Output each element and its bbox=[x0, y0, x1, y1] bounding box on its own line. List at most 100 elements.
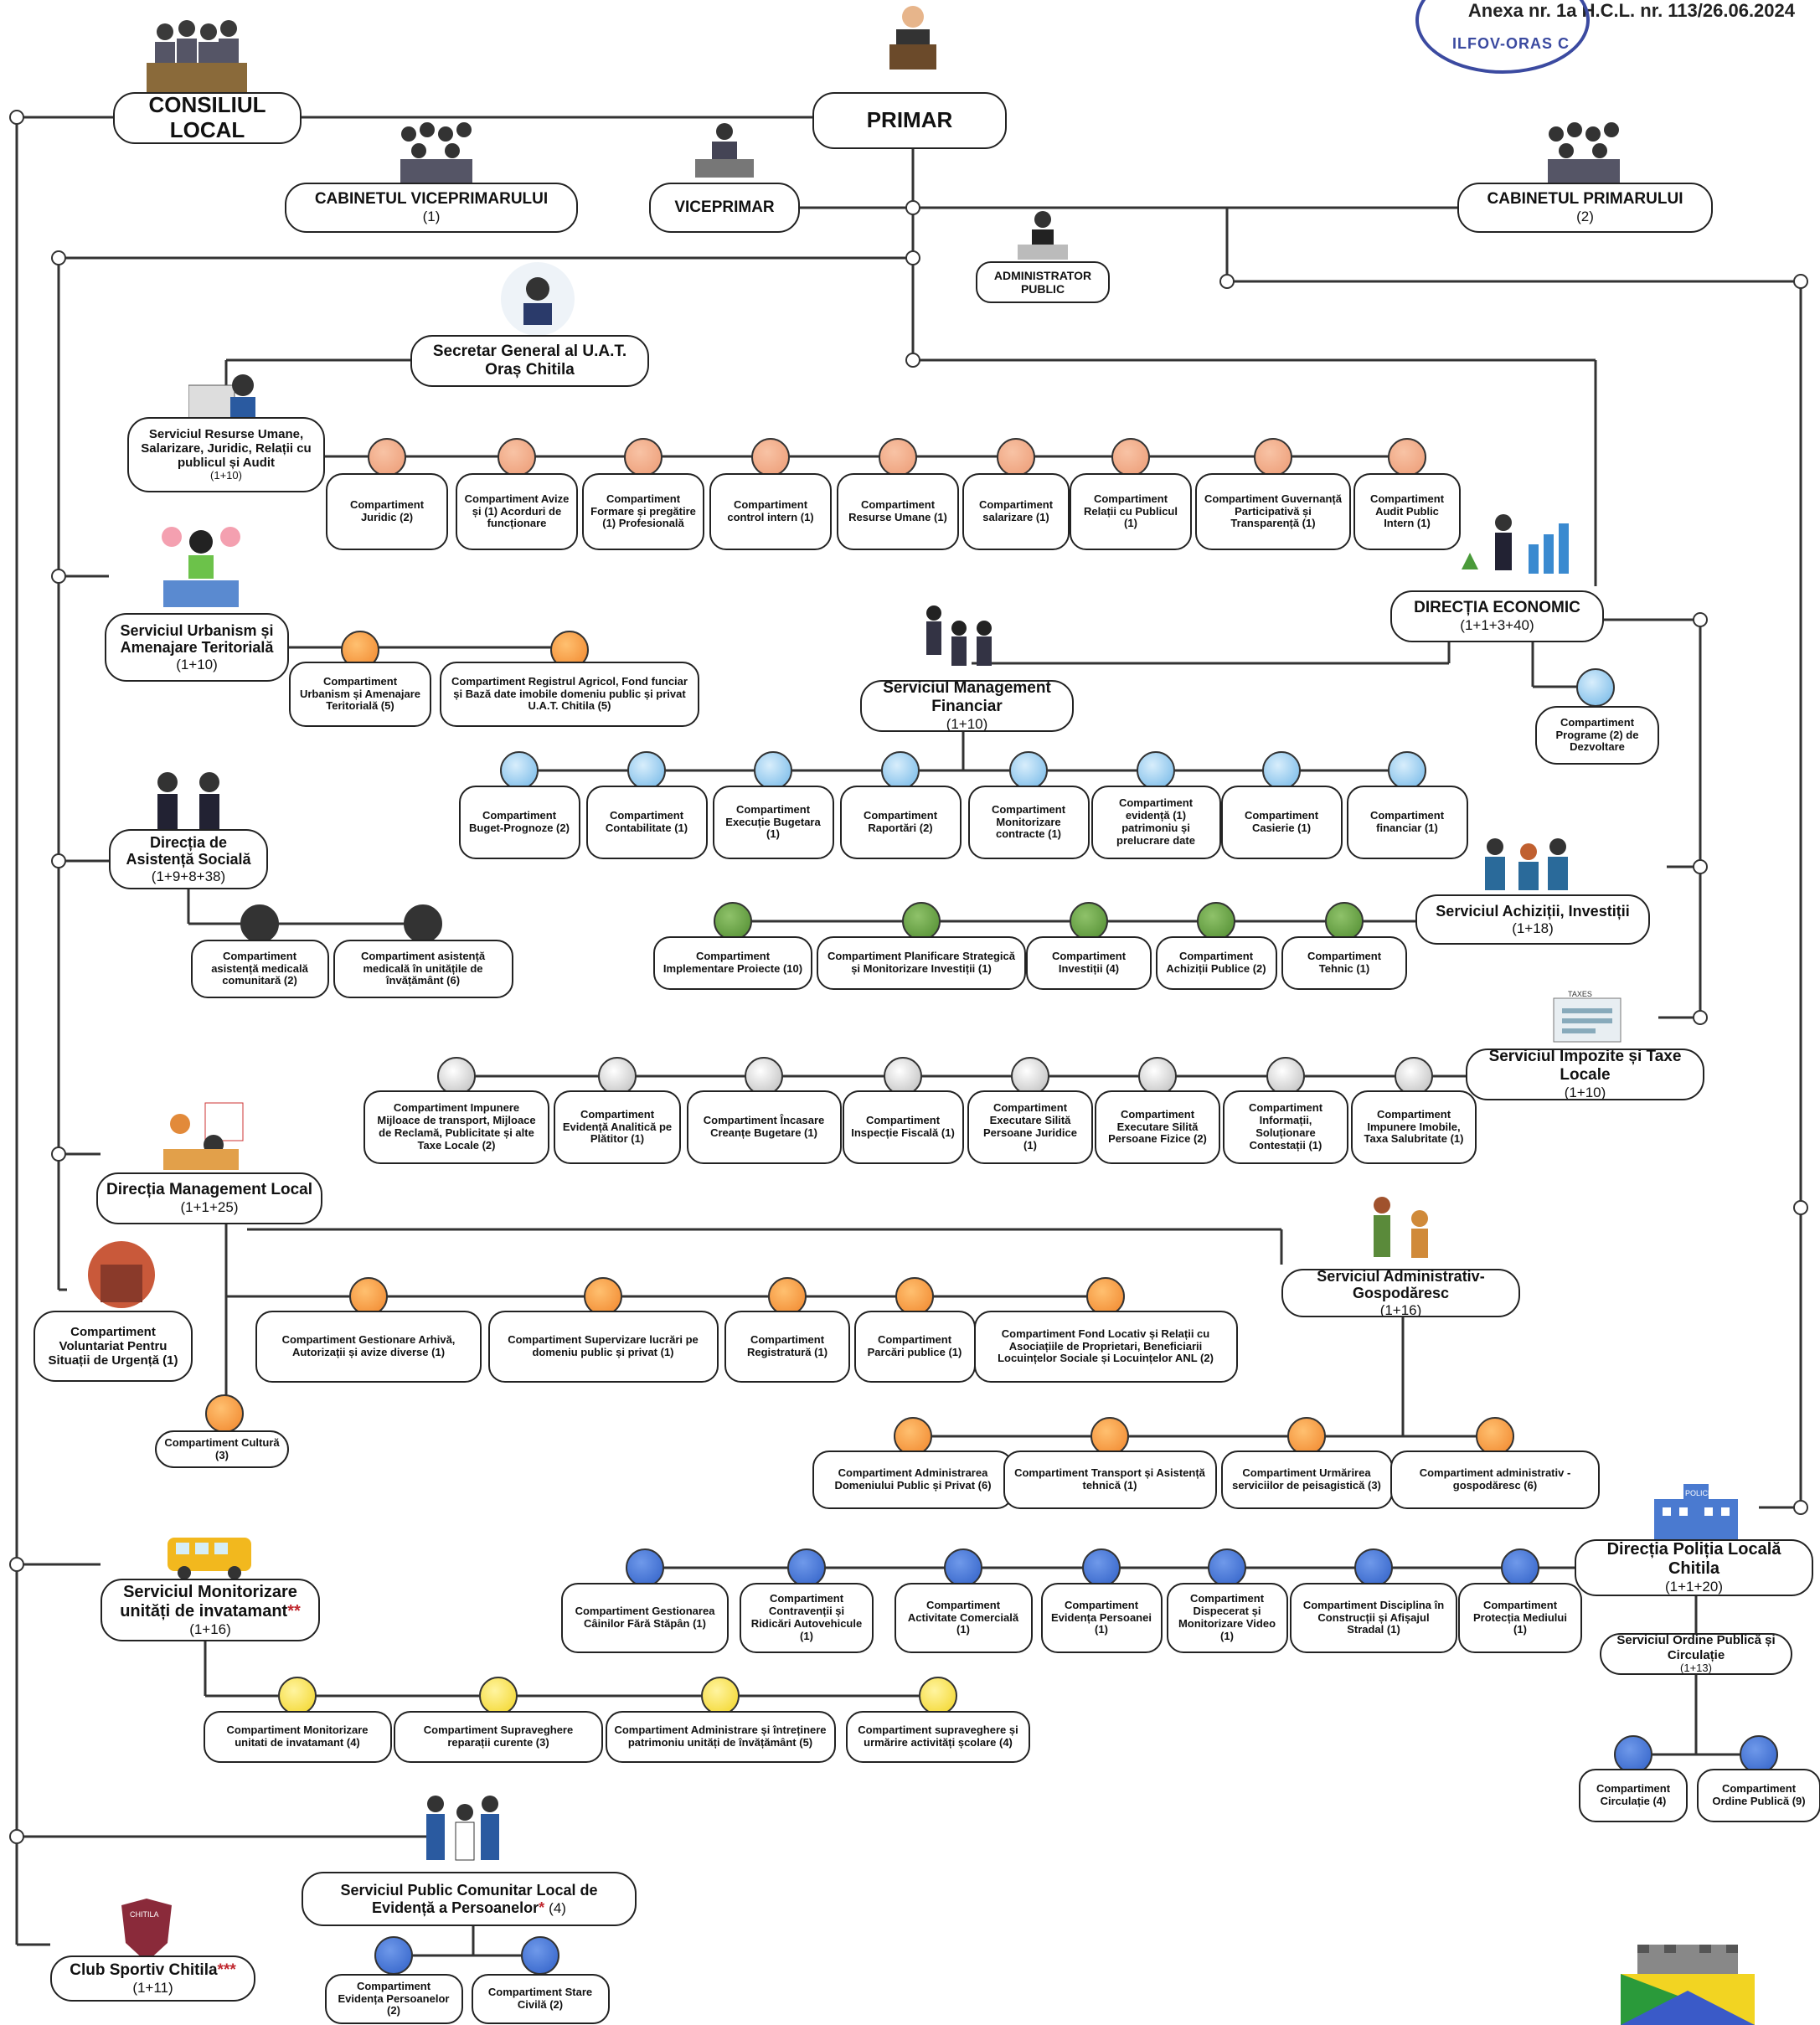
compartment-box[interactable]: Compartiment Monitorizare unitati de inv… bbox=[203, 1711, 392, 1763]
compartment-box[interactable]: Compartiment Stare Civilă (2) bbox=[471, 1974, 610, 2024]
culture-compartment[interactable]: Compartiment Cultură (3) bbox=[155, 1430, 289, 1468]
compartment-box[interactable]: Compartiment Evidența Persoanei (1) bbox=[1040, 1583, 1163, 1653]
compartment-label: Compartiment Supraveghere reparații cure… bbox=[423, 1724, 574, 1749]
compartment-marker bbox=[1082, 1548, 1121, 1587]
compartment-box[interactable]: Compartiment Transport și Asistență tehn… bbox=[1003, 1450, 1217, 1509]
compartment-label: Compartiment Activitate Comercială (1) bbox=[907, 1598, 1019, 1636]
compartment-box[interactable]: Compartiment Activitate Comercială (1) bbox=[894, 1583, 1033, 1653]
mayor-box[interactable]: PRIMAR bbox=[812, 92, 1007, 149]
compartment-box[interactable]: Compartiment Formare și pregătire (1) Pr… bbox=[582, 473, 704, 550]
compartment-box[interactable]: Compartiment Executare Silită Persoane J… bbox=[967, 1090, 1093, 1164]
sports-club-box[interactable]: Club Sportiv Chitila***(1+11) bbox=[50, 1955, 255, 2002]
compartment-box[interactable]: Compartiment Planificare Strategică și M… bbox=[817, 936, 1026, 990]
compartment-box[interactable]: Compartiment Gestionarea Câinilor Fără S… bbox=[561, 1583, 729, 1653]
mayor-cabinet-count: (2) bbox=[1576, 209, 1594, 225]
compartment-box[interactable]: Compartiment Supervizare lucrări pe dome… bbox=[487, 1311, 719, 1383]
compartment-box[interactable]: Compartiment Administrarea Domeniului Pu… bbox=[812, 1450, 1013, 1509]
compartment-box[interactable]: Compartiment Ordine Publică (9) bbox=[1697, 1769, 1820, 1822]
compartment-box[interactable]: Compartiment Registratură (1) bbox=[724, 1311, 850, 1383]
compartment-box[interactable]: Compartiment Fond Locativ și Relații cu … bbox=[973, 1311, 1238, 1383]
hr-service-box[interactable]: Serviciul Resurse Umane, Salarizare, Jur… bbox=[127, 417, 325, 492]
local-police-count: (1+1+20) bbox=[1665, 1579, 1723, 1595]
compartment-box[interactable]: Compartiment Audit Public Intern (1) bbox=[1353, 473, 1461, 550]
compartment-box[interactable]: Compartiment financiar (1) bbox=[1346, 786, 1468, 859]
compartment-box[interactable]: Compartiment Impunere Mijloace de transp… bbox=[363, 1090, 549, 1164]
school-monitoring-service-box[interactable]: Serviciul Monitorizare unități de invata… bbox=[101, 1579, 320, 1641]
compartment-box[interactable]: Compartiment Contravenții și Ridicări Au… bbox=[740, 1583, 874, 1653]
mayor-cabinet-box[interactable]: CABINETUL PRIMARULUI(2) bbox=[1457, 183, 1713, 233]
junction bbox=[9, 1557, 24, 1572]
economic-directorate-box[interactable]: DIRECȚIA ECONOMIC(1+1+3+40) bbox=[1390, 590, 1604, 642]
procurement-service-box[interactable]: Serviciul Achiziții, Investiții(1+18) bbox=[1415, 894, 1650, 945]
compartment-box[interactable]: Compartiment Guvernanță Participativă și… bbox=[1195, 473, 1351, 550]
compartment-box[interactable]: Compartiment Investiții (4) bbox=[1026, 936, 1152, 990]
compartment-label: Compartiment Guvernanță Participativă și… bbox=[1204, 492, 1342, 530]
compartment-box[interactable]: Compartiment Casierie (1) bbox=[1220, 786, 1343, 859]
compartment-box[interactable]: Compartiment evidență (1) patrimoniu și … bbox=[1090, 786, 1221, 859]
compartment-box[interactable]: Compartiment Execuție Bugetara (1) bbox=[712, 786, 834, 859]
compartment-marker bbox=[374, 1936, 413, 1975]
compartment-box[interactable]: Compartiment Încasare Creanțe Bugetare (… bbox=[686, 1090, 842, 1164]
compartment-box[interactable]: Compartiment Gestionare Arhivă, Autoriza… bbox=[255, 1311, 482, 1383]
compartment-box[interactable]: Compartiment Executare Silită Persoane F… bbox=[1095, 1090, 1220, 1164]
junction bbox=[51, 250, 66, 265]
compartment-box[interactable]: Compartiment asistență medicală în unită… bbox=[333, 940, 513, 998]
compartment-box[interactable]: Compartiment supraveghere și urmărire ac… bbox=[846, 1711, 1030, 1763]
local-council-box[interactable]: CONSILIUL LOCAL bbox=[113, 92, 302, 144]
sports-club-title: Club Sportiv Chitila bbox=[70, 1961, 218, 1979]
compartment-box[interactable]: Compartiment Buget-Prognoze (2) bbox=[458, 786, 580, 859]
compartment-box[interactable]: Compartiment salarizare (1) bbox=[962, 473, 1070, 550]
economic-directorate-count: (1+1+3+40) bbox=[1460, 617, 1534, 634]
compartment-box[interactable]: Compartiment Parcări publice (1) bbox=[853, 1311, 976, 1383]
compartment-box[interactable]: Compartiment Evidență Analitică pe Plăti… bbox=[554, 1090, 681, 1164]
compartment-box[interactable]: Compartiment Circulație (4) bbox=[1579, 1769, 1688, 1822]
administrative-service-box[interactable]: Serviciul Administrativ-Gospodăresc(1+16… bbox=[1281, 1269, 1520, 1317]
public-order-service-box[interactable]: Serviciul Ordine Publică și Circulație(1… bbox=[1600, 1633, 1792, 1675]
compartment-box[interactable]: Compartiment Achiziții Publice (2) bbox=[1155, 936, 1277, 990]
compartment-box[interactable]: Compartiment Urbanism și Amenajare Terit… bbox=[289, 662, 431, 727]
compartment-box[interactable]: Compartiment Urmărirea serviciilor de pe… bbox=[1220, 1450, 1393, 1509]
compartment-box[interactable]: Compartiment Monitorizare contracte (1) bbox=[967, 786, 1090, 859]
compartment-box[interactable]: Compartiment Resurse Umane (1) bbox=[837, 473, 959, 550]
social-assistance-title: Direcția de Asistență Socială bbox=[126, 833, 251, 868]
emergency-volunteer-label: Compartiment Voluntariat Pentru Situații… bbox=[48, 1324, 178, 1368]
development-programs-compartment[interactable]: Compartiment Programe (2) de Dezvoltare bbox=[1535, 706, 1659, 765]
emergency-volunteer-compartment[interactable]: Compartiment Voluntariat Pentru Situații… bbox=[34, 1311, 193, 1382]
local-police-directorate-box[interactable]: Direcția Poliția Locală Chitila(1+1+20) bbox=[1575, 1539, 1813, 1596]
general-secretary-box[interactable]: Secretar General al U.A.T. Oraș Chitila bbox=[410, 335, 649, 387]
compartment-box[interactable]: Compartiment Impunere Imobile, Taxa Salu… bbox=[1351, 1090, 1477, 1164]
compartment-box[interactable]: Compartiment Informații, Soluționare Con… bbox=[1223, 1090, 1348, 1164]
compartment-marker bbox=[944, 1548, 982, 1587]
school-bus-icon bbox=[168, 1538, 251, 1579]
taxes-service-box[interactable]: Serviciul Impozite și Taxe Locale(1+10) bbox=[1466, 1049, 1704, 1100]
compartment-box[interactable]: Compartiment Raportări (2) bbox=[839, 786, 962, 859]
compartment-box[interactable]: Compartiment administrativ - gospodăresc… bbox=[1390, 1450, 1600, 1509]
compartment-box[interactable]: Compartiment Evidența Persoanelor (2) bbox=[324, 1974, 463, 2024]
compartment-box[interactable]: Compartiment Dispecerat și Monitorizare … bbox=[1166, 1583, 1288, 1653]
public-administrator-box[interactable]: ADMINISTRATOR PUBLIC bbox=[976, 261, 1110, 303]
compartment-box[interactable]: Compartiment asistență medicală comunita… bbox=[190, 940, 329, 998]
compartment-box[interactable]: Compartiment Inspecție Fiscală (1) bbox=[842, 1090, 964, 1164]
general-secretary-title: Secretar General al U.A.T. Oraș Chitila bbox=[432, 343, 627, 379]
vice-mayor-box[interactable]: VICEPRIMAR bbox=[649, 183, 800, 233]
financial-management-service-box[interactable]: Serviciul Management Financiar(1+10) bbox=[860, 680, 1074, 732]
compartment-box[interactable]: Compartiment Relații cu Publicul (1) bbox=[1070, 473, 1192, 550]
local-management-directorate-box[interactable]: Direcția Management Local(1+1+25) bbox=[96, 1172, 322, 1224]
compartment-box[interactable]: Compartiment Disciplina în Construcții ș… bbox=[1290, 1583, 1457, 1653]
compartment-box[interactable]: Compartiment Avize și (1) Acorduri de fu… bbox=[456, 473, 578, 550]
police-sign-text: POLICE bbox=[1685, 1489, 1713, 1497]
compartment-label: Compartiment control intern (1) bbox=[727, 498, 814, 523]
compartment-box[interactable]: Compartiment Juridic (2) bbox=[326, 473, 448, 550]
compartment-box[interactable]: Compartiment Administrare și întreținere… bbox=[605, 1711, 836, 1763]
compartment-box[interactable]: Compartiment Contabilitate (1) bbox=[585, 786, 708, 859]
compartment-box[interactable]: Compartiment Registrul Agricol, Fond fun… bbox=[440, 662, 699, 727]
people-records-service-box[interactable]: Serviciul Public Comunitar Local de Evid… bbox=[302, 1872, 637, 1926]
social-assistance-directorate-box[interactable]: Direcția de Asistență Socială(1+9+8+38) bbox=[109, 829, 268, 889]
compartment-box[interactable]: Compartiment Protecția Mediului (1) bbox=[1458, 1583, 1582, 1653]
compartment-box[interactable]: Compartiment Tehnic (1) bbox=[1281, 936, 1407, 990]
urbanism-service-box[interactable]: Serviciul Urbanism și Amenajare Teritori… bbox=[105, 613, 289, 682]
compartment-box[interactable]: Compartiment control intern (1) bbox=[709, 473, 832, 550]
vice-mayor-cabinet-box[interactable]: CABINETUL VICEPRIMARULUI(1) bbox=[285, 183, 578, 233]
compartment-box[interactable]: Compartiment Supraveghere reparații cure… bbox=[394, 1711, 603, 1763]
compartment-box[interactable]: Compartiment Implementare Proiecte (10) bbox=[653, 936, 812, 990]
